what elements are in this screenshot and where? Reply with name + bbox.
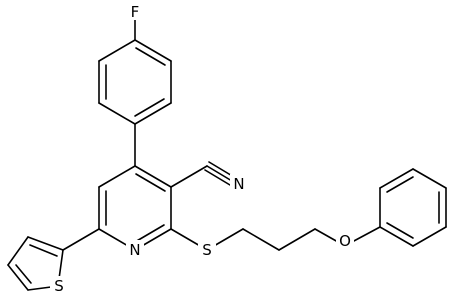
double-bond-inner [386, 222, 414, 239]
bond [58, 249, 64, 280]
bond [134, 102, 172, 125]
bond [379, 226, 414, 247]
bond [62, 228, 100, 251]
bond [379, 168, 414, 189]
fluorine-label-bg [127, 2, 143, 20]
bond [98, 165, 136, 188]
bond [412, 168, 447, 189]
thioether-sulfur-label: S [202, 241, 212, 259]
bond [170, 165, 208, 188]
nitrile-group [170, 161, 235, 188]
bond [27, 286, 52, 291]
double-bond-inner [386, 176, 414, 193]
bond [314, 228, 339, 243]
pyridine-n-label-bg [126, 240, 144, 259]
bond [27, 236, 64, 251]
double-bond-inner [135, 173, 166, 192]
double-bond-inner [134, 98, 165, 117]
bond [278, 228, 316, 251]
ether-o-label-bg [336, 231, 354, 250]
thioether-s-label-bg [198, 240, 216, 259]
double-bond-inner [15, 264, 32, 284]
phenyl-ring [379, 168, 447, 247]
fluorine-atom-label: F [131, 3, 140, 21]
thiophene-s-label-bg [50, 276, 68, 295]
bond [134, 165, 172, 188]
thiophene-sulfur-label: S [54, 277, 64, 295]
double-bond-inner [135, 47, 166, 66]
bond [412, 226, 447, 247]
thiophene-ring [7, 228, 100, 291]
bond [351, 226, 381, 243]
bond [242, 228, 280, 251]
thioether-chain [170, 226, 381, 251]
triple-bond [204, 169, 231, 186]
pyridine-nitrogen-label: N [129, 241, 140, 259]
nitrile-label-bg [230, 174, 246, 192]
fluorophenyl-ring [98, 18, 172, 125]
ether-oxygen-label: O [339, 232, 351, 250]
double-bond-inner [134, 224, 165, 243]
nitrile-nitrogen-label: N [233, 175, 244, 193]
bond [98, 102, 136, 125]
triple-bond [206, 165, 233, 182]
pyridine-ring [98, 165, 172, 251]
bond [98, 39, 136, 62]
bond [7, 264, 29, 291]
double-bond-inner [29, 244, 58, 257]
triple-bond [208, 161, 235, 178]
bond [7, 236, 29, 266]
bond [134, 39, 172, 62]
